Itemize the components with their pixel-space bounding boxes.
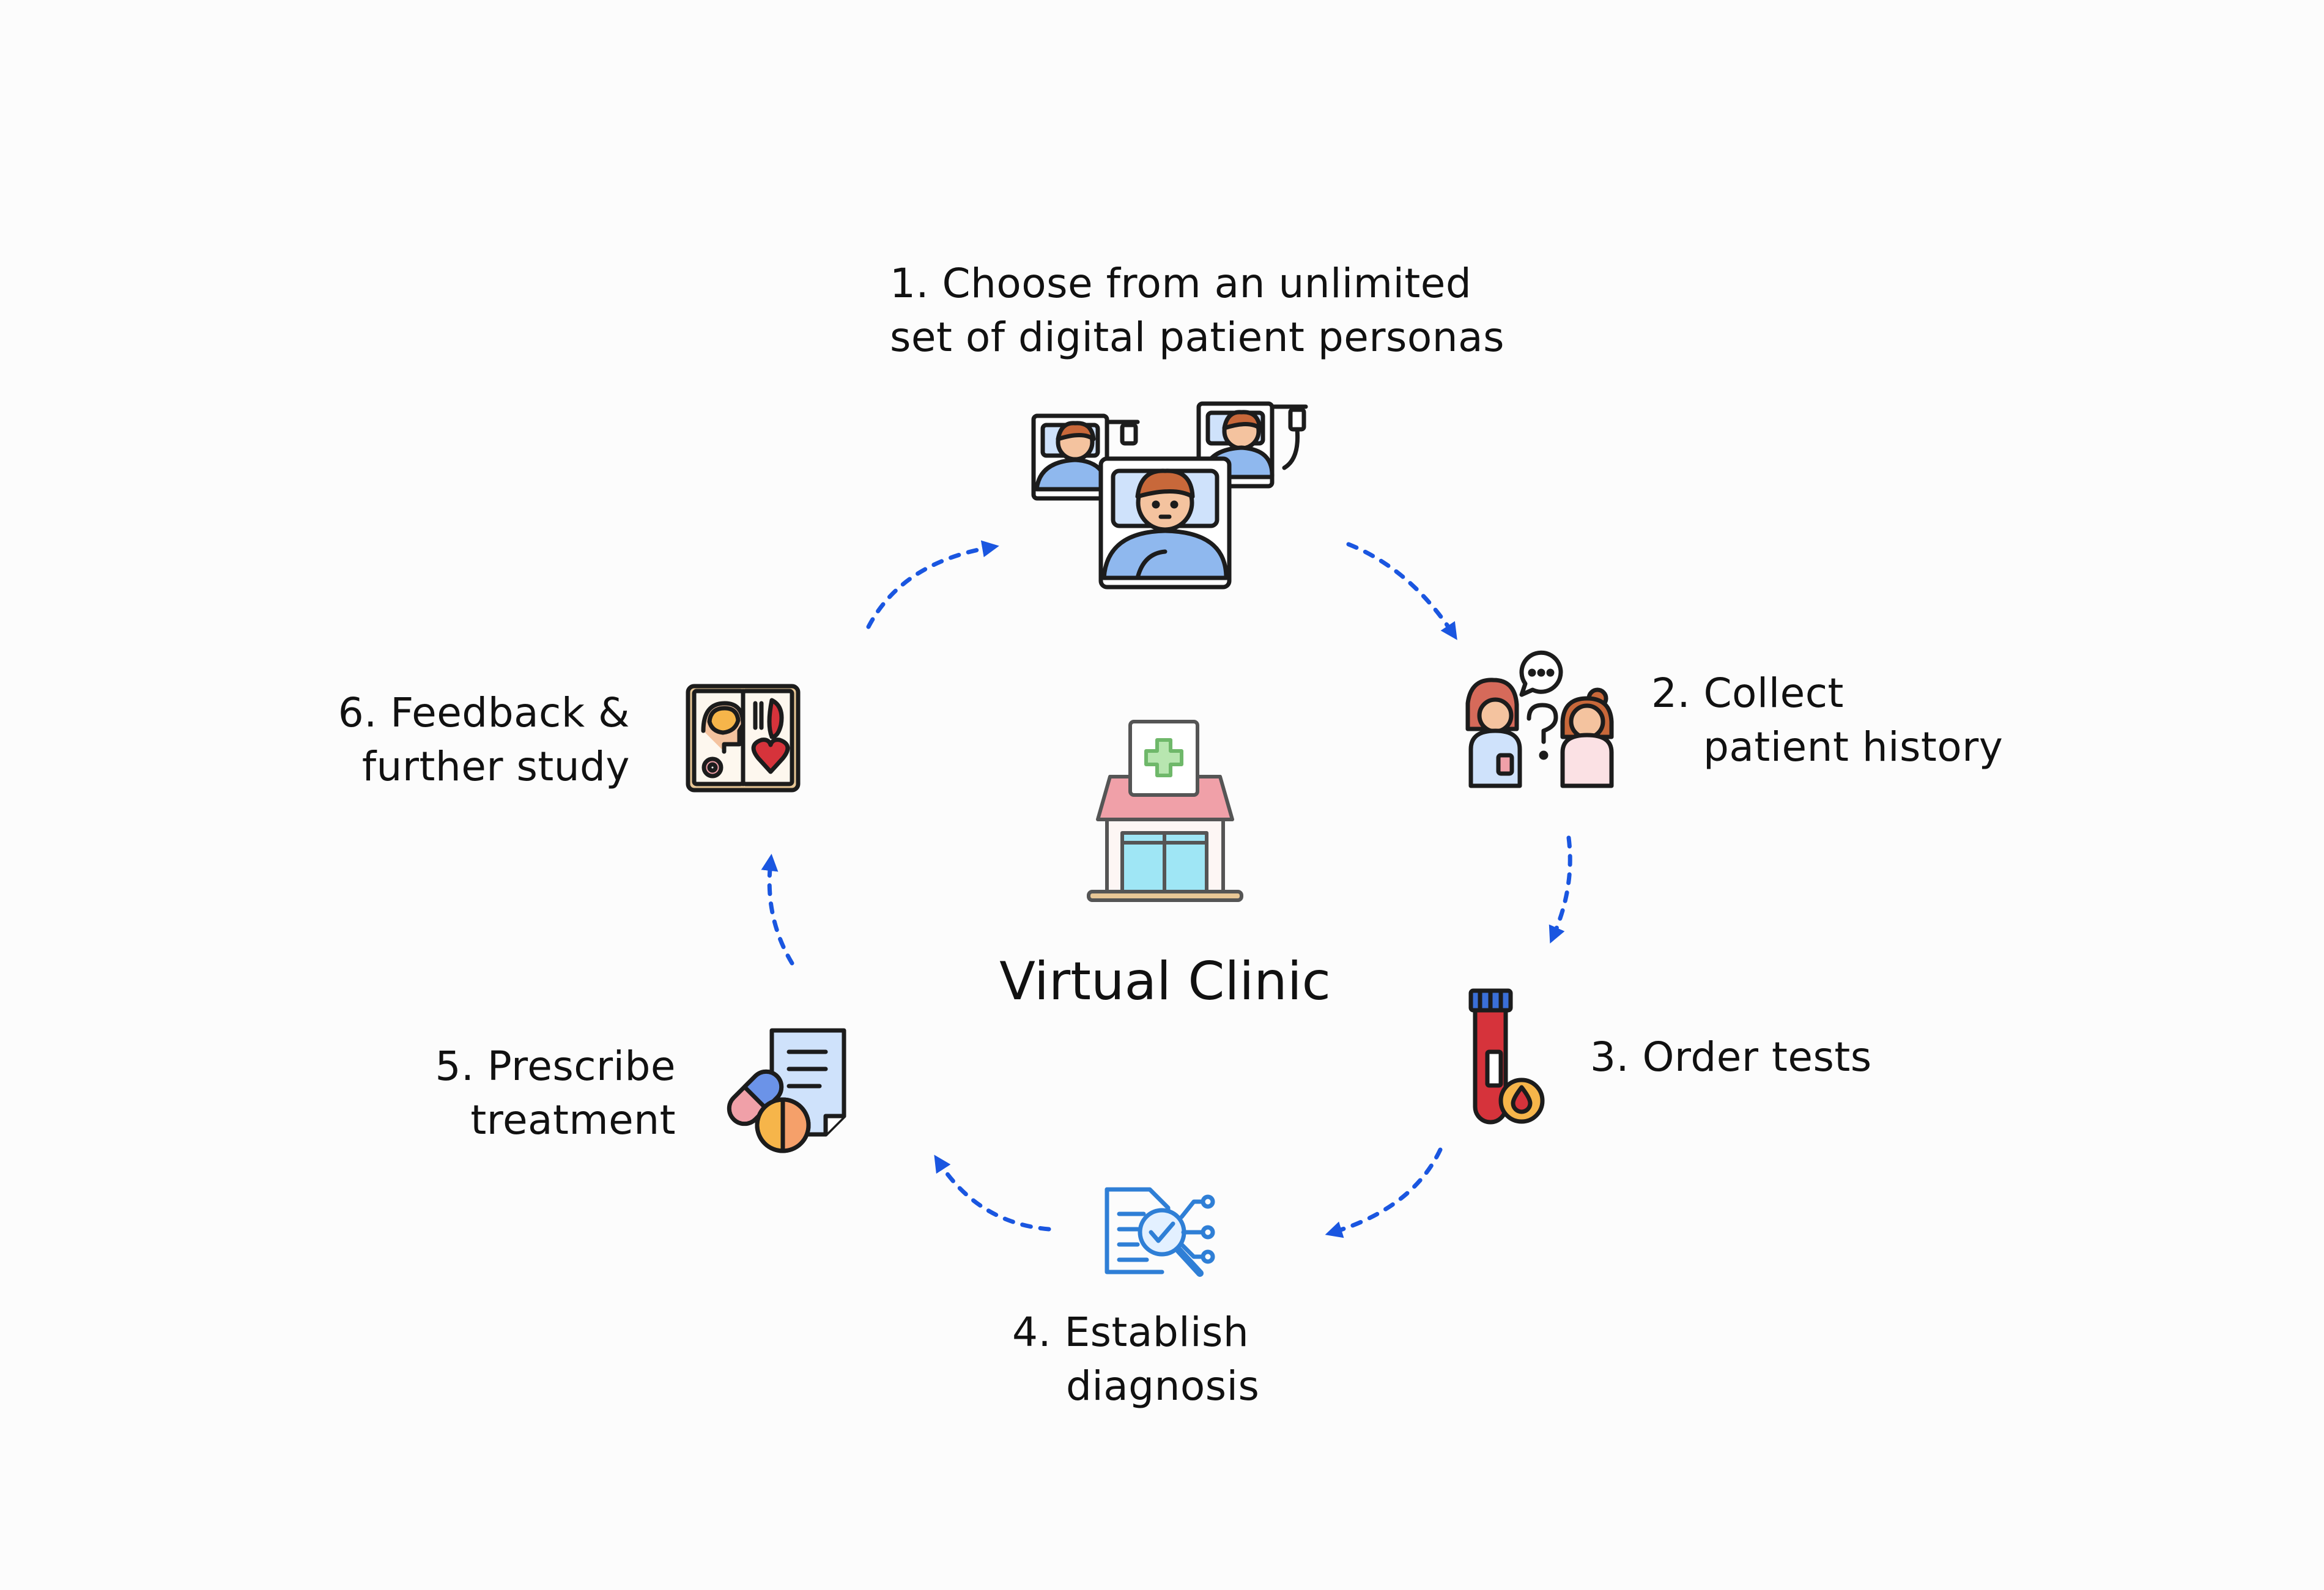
blood-test-tube-icon [1468,988,1545,1125]
step-4-number: 4. [1012,1309,1051,1356]
arrow-5-to-6 [761,854,794,966]
step-1-text-line-1: Choose from an unlimited [942,260,1472,307]
step-4-text-line-1: Establish [1064,1309,1249,1356]
arrow-2-to-3 [1549,835,1572,944]
step-5-number: 5. [435,1043,475,1090]
arrow-6-to-1 [866,540,999,629]
step-4-label: 4. Establish diagnosis [1012,1306,1259,1413]
diagnosis-document-search-icon [1105,1187,1215,1277]
patients-in-beds-icon [1031,401,1308,590]
doctor-patient-conversation-icon [1465,650,1614,788]
step-2-number: 2. [1651,670,1690,717]
step-2-text-line-1: Collect [1703,670,1844,717]
step-3-number: 3. [1590,1034,1629,1081]
step-1-label: 1. Choose from an unlimited set of digit… [890,257,1504,364]
step-1-text-line-2: set of digital patient personas [890,314,1504,361]
step-3-text-line-1: Order tests [1642,1034,1872,1081]
step-5-text-line-2: treatment [470,1096,676,1144]
arrow-4-to-5 [934,1155,1051,1232]
step-3-label: 3. Order tests [1590,1030,1872,1084]
step-4-text-line-2: diagnosis [1066,1363,1260,1410]
step-2-label: 2. Collect patient history [1651,667,2003,774]
step-6-number: 6. [338,689,377,736]
step-5-label: 5. Prescribe treatment [435,1040,676,1147]
step-6-label: 6. Feedback & further study [338,686,630,794]
arrow-1-to-2 [1346,542,1457,640]
step-6-text-line-1: Feedback & [390,689,630,736]
step-5-text-line-1: Prescribe [487,1043,676,1090]
center-title: Virtual Clinic [999,951,1331,1012]
anatomy-book-icon [686,684,801,793]
step-6-text-line-2: further study [361,743,630,790]
prescription-pills-icon [727,1028,846,1153]
arrow-3-to-4 [1325,1147,1443,1238]
clinic-building-icon [1087,720,1243,902]
step-1-number: 1. [890,260,929,307]
step-2-text-line-2: patient history [1703,723,2004,771]
